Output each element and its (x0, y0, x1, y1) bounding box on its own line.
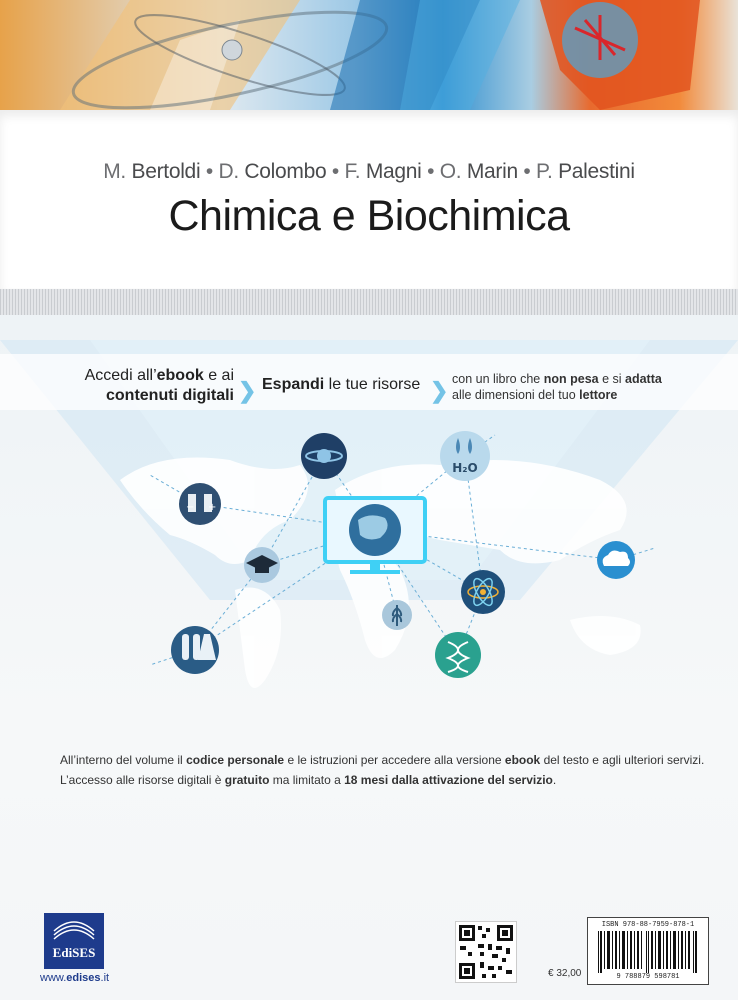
book-title: Chimica e Biochimica (168, 192, 570, 240)
dna-icon (435, 632, 481, 678)
top-banner-image (0, 0, 738, 110)
test-tubes-icon (171, 626, 219, 674)
info-line-1: All’interno del volume il codice persona… (60, 753, 705, 767)
publisher-name: EdiSES (52, 945, 96, 960)
decorative-rule (0, 289, 738, 315)
cloud-icon (597, 541, 635, 579)
author-2: D. Colombo (218, 160, 327, 183)
isbn-text: ISBN 978-88-7959-878-1 (601, 921, 695, 929)
isbn-digits: 9 788879 598781 (616, 973, 680, 981)
step-book-adapts: con un libro che non pesa e si adatta al… (452, 372, 662, 402)
graduation-cap-icon (244, 547, 280, 583)
author-separator: • (427, 160, 435, 183)
title-band (0, 110, 738, 290)
h2o-label: H₂O (452, 461, 478, 475)
info-line-2: L’accesso alle risorse digitali è gratui… (60, 773, 557, 787)
author-separator: • (523, 160, 531, 183)
author-separator: • (205, 160, 213, 183)
chevron-right-icon: ❯ (238, 378, 257, 403)
globe-icon (301, 433, 347, 479)
svg-text:−: − (186, 502, 194, 513)
book-pages-icon (53, 921, 95, 940)
qr-code (455, 921, 517, 983)
publisher-url[interactable]: www.edises.it (40, 972, 110, 984)
world-map-illustration: − + H₂O (120, 431, 656, 688)
isbn-barcode: ISBN 978-88-7959-878-1 9 788879 598781 (587, 917, 709, 985)
svg-text:+: + (208, 502, 216, 513)
author-separator: • (331, 160, 339, 183)
magnet-icon: − + (179, 483, 221, 525)
author-3: F. Magni (344, 160, 422, 183)
publisher-logo: EdiSES (44, 913, 104, 969)
water-drops-icon: H₂O (440, 431, 490, 481)
wheat-icon (382, 600, 412, 630)
monitor-icon (323, 496, 427, 574)
chevron-right-icon: ❯ (430, 378, 449, 403)
authors-line: M. Bertoldi • D. Colombo • F. Magni • O.… (0, 160, 738, 184)
step-access-ebook: Accedi all’ebook e ai contenuti digitali (84, 367, 234, 404)
atom-icon (461, 570, 505, 614)
strip-background (0, 354, 738, 410)
step-expand-resources: Espandi le tue risorse (262, 376, 421, 393)
author-4: O. Marin (439, 160, 518, 183)
digital-access-info: All’interno del volume il codice persona… (60, 750, 710, 790)
author-1: M. Bertoldi (103, 160, 201, 183)
price: € 32,00 (548, 968, 582, 979)
barcode-bars (598, 931, 697, 973)
author-5: P. Palestini (535, 160, 635, 183)
